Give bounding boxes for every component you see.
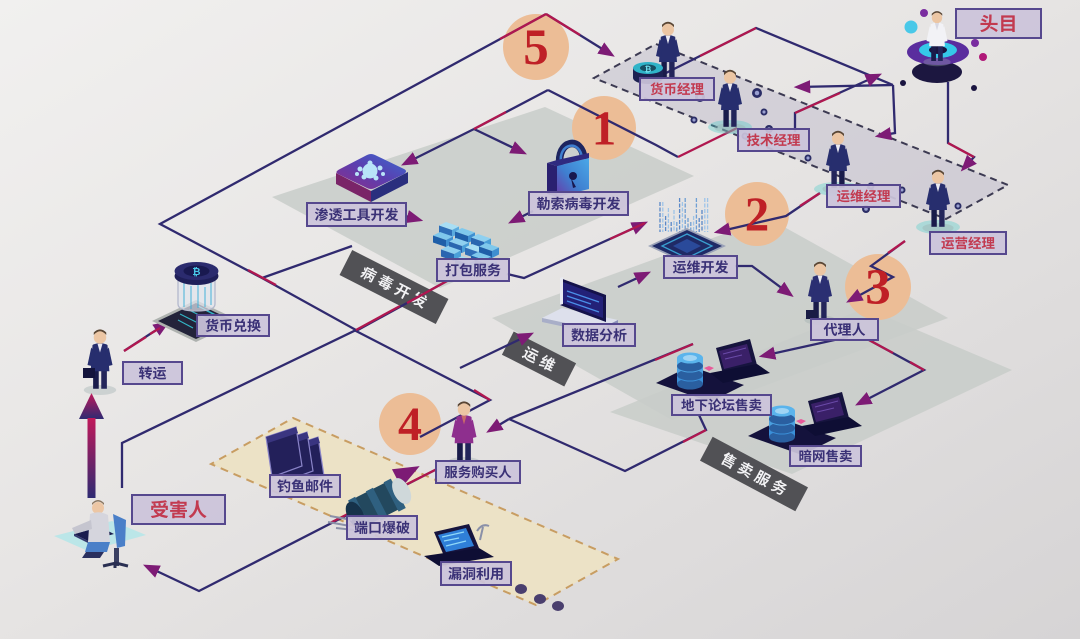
svg-text:2: 2	[745, 187, 770, 242]
svg-text:₿: ₿	[645, 65, 652, 74]
svg-text:3: 3	[865, 260, 891, 316]
svg-text:4: 4	[398, 398, 422, 451]
svg-text:5: 5	[523, 20, 549, 76]
svg-text:1: 1	[592, 101, 617, 156]
svg-text:₿: ₿	[192, 266, 200, 278]
